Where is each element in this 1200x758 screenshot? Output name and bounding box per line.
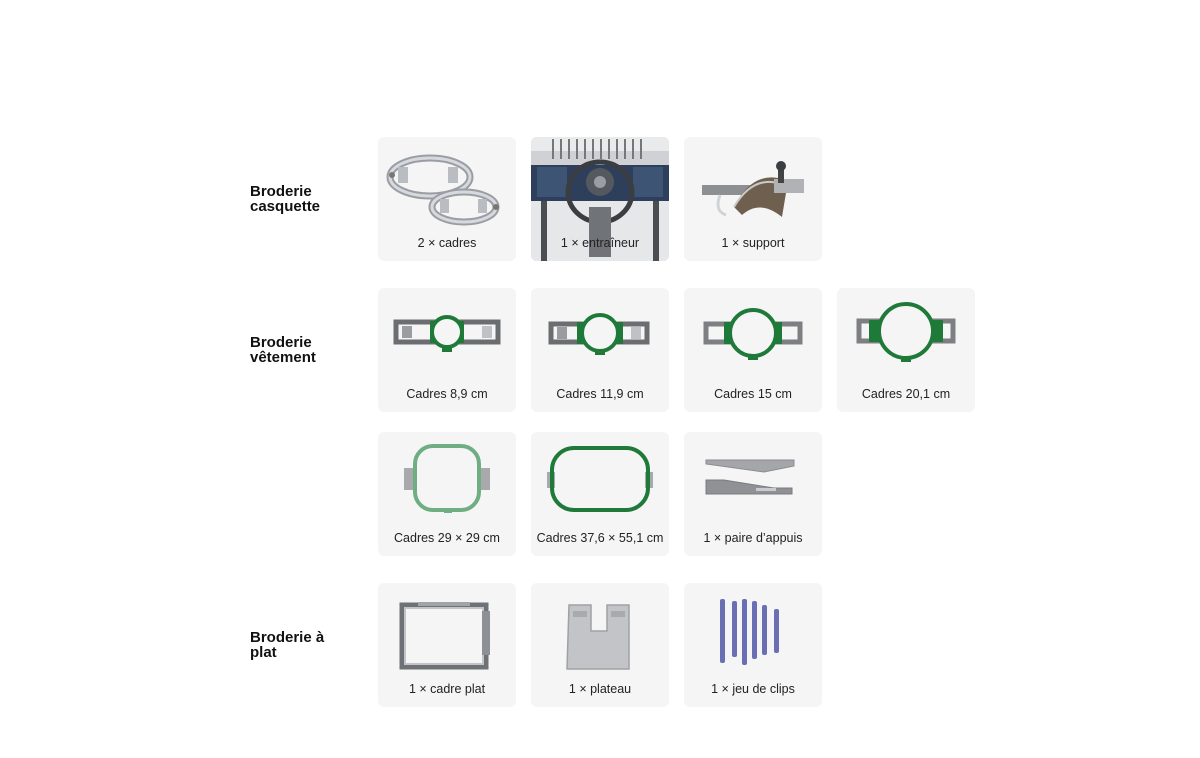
card-caption: Cadres 15 cm xyxy=(714,387,792,401)
card-caption: 1 × support xyxy=(721,236,785,250)
hoop-8-9-image xyxy=(393,315,501,352)
section-title-line: plat xyxy=(250,644,277,661)
section-title-line: Broderie à xyxy=(250,629,325,646)
card-hoop-15: Cadres 15 cm xyxy=(684,288,822,412)
cap-support-image xyxy=(702,161,804,217)
card-hoop-29: Cadres 29 × 29 cm xyxy=(378,432,516,556)
section-title-line: Broderie xyxy=(250,183,312,200)
cap-driver-image xyxy=(531,137,669,261)
card-cap-frames: 2 × cadres xyxy=(378,137,516,261)
card-plate: 1 × plateau xyxy=(531,583,669,707)
card-clips: 1 × jeu de clips xyxy=(684,583,822,707)
section-title-cap: Broderie casquette xyxy=(250,184,320,214)
card-caption: Cadres 8,9 cm xyxy=(406,387,488,401)
section-title-line: casquette xyxy=(250,198,321,215)
hoop-29-image xyxy=(404,444,490,513)
card-caption: 1 × cadre plat xyxy=(408,682,486,696)
hoop-11-9-image xyxy=(548,313,650,355)
hoop-37-6-image xyxy=(547,446,653,512)
section-title-garment: Broderie vêtement xyxy=(250,335,316,365)
support-pair-image xyxy=(705,459,795,495)
card-flat-frame: 1 × cadre plat xyxy=(378,583,516,707)
hoop-20-1-image xyxy=(856,302,956,362)
cap-frames-image xyxy=(386,154,500,226)
section-title-line: vêtement xyxy=(250,349,316,366)
card-cap-driver: 1 × entraîneur xyxy=(531,137,669,261)
card-hoop-20-1: Cadres 20,1 cm xyxy=(837,288,975,412)
clips-image xyxy=(720,599,779,665)
card-caption: 1 × plateau xyxy=(568,682,632,696)
flat-frame-image xyxy=(399,602,490,670)
card-caption: Cadres 20,1 cm xyxy=(861,387,951,401)
hoop-15-image xyxy=(703,308,803,360)
card-support-pair: 1 × paire d’appuis xyxy=(684,432,822,556)
card-caption: 1 × paire d’appuis xyxy=(703,531,803,545)
card-caption: 2 × cadres xyxy=(417,236,477,250)
card-caption: 1 × jeu de clips xyxy=(711,682,795,696)
card-hoop-11-9: Cadres 11,9 cm xyxy=(531,288,669,412)
plate-image xyxy=(566,604,630,670)
card-caption: Cadres 37,6 × 55,1 cm xyxy=(536,531,664,545)
card-hoop-8-9: Cadres 8,9 cm xyxy=(378,288,516,412)
section-title-flat: Broderie à plat xyxy=(250,630,324,660)
section-title-line: Broderie xyxy=(250,334,312,351)
card-cap-support: 1 × support xyxy=(684,137,822,261)
card-hoop-37-6: Cadres 37,6 × 55,1 cm xyxy=(531,432,669,556)
card-caption: Cadres 11,9 cm xyxy=(556,387,644,401)
card-caption: 1 × entraîneur xyxy=(560,236,640,250)
card-caption: Cadres 29 × 29 cm xyxy=(394,531,500,545)
